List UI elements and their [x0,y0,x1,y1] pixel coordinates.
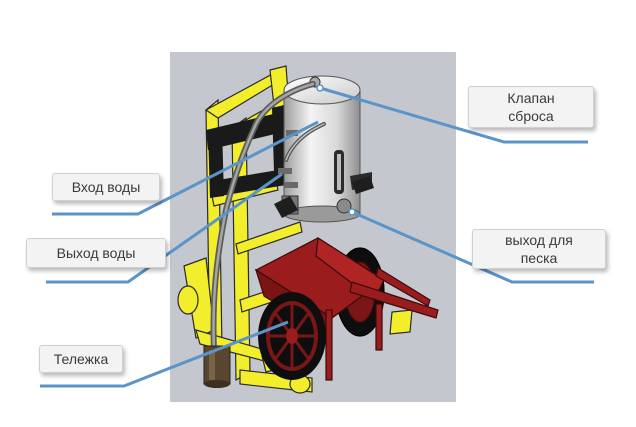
water-inlet-label-text: Вход воды [71,179,141,195]
water-outlet-label: Выход воды [26,238,166,268]
hoses [210,81,326,355]
leader-water-inlet [52,120,319,216]
leader-water-outlet [46,172,283,284]
side-valves [274,176,374,218]
sand-outlet-label-line1: выход для [505,232,573,248]
cart-wheel [258,292,326,380]
water-inlet-label: Вход воды [52,173,160,201]
leader-arrowheads [316,84,356,216]
leader-lines [40,86,594,388]
relief-valve-label-line1: Клапан [507,90,555,106]
pressure-tank [278,75,372,223]
leader-relief-valve [319,86,588,144]
relief-valve-label: Клапан сброса [468,86,594,128]
sand-outlet-label: выход для песка [472,229,606,269]
leader-cart [40,320,289,388]
relief-valve-label-line2: сброса [508,108,554,124]
leader-sand-outlet [351,210,594,284]
sand-outlet-label-line2: песка [520,250,558,266]
cart-label-text: Тележка [53,351,109,367]
cart-label: Тележка [39,345,123,373]
water-outlet-label-text: Выход воды [56,245,136,261]
